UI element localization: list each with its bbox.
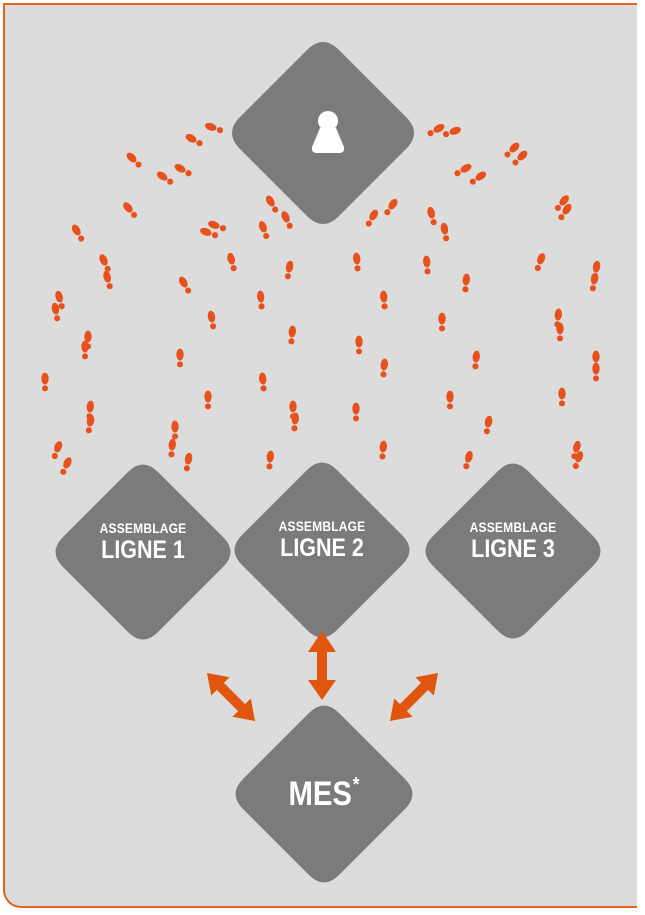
line-1-title: LIGNE 1 <box>101 536 185 564</box>
footprint-icon <box>264 194 280 214</box>
footprint-icon <box>204 390 212 410</box>
line-3-subtitle: ASSEMBLAGE <box>469 519 557 535</box>
footprint-icon <box>426 122 446 138</box>
footprint-icon <box>102 270 114 291</box>
double-arrow-vertical <box>308 631 336 700</box>
footprint-icon <box>441 125 463 139</box>
footprint-icon <box>364 208 380 228</box>
footprint-icon <box>468 169 488 187</box>
person-icon <box>311 111 345 153</box>
line-1-label: ASSEMBLAGE LIGNE 1 <box>83 520 203 564</box>
footprint-icon <box>58 455 74 477</box>
footprint-icon <box>352 252 362 272</box>
line-1-diamond <box>55 464 231 640</box>
footprint-icon <box>438 312 446 332</box>
footprint-icon <box>167 438 177 458</box>
footprint-icon <box>287 325 297 345</box>
footprint-icon <box>588 272 600 292</box>
footprint-icon <box>184 132 204 148</box>
line-1-subtitle: ASSEMBLAGE <box>99 520 187 536</box>
footprint-icon <box>461 273 471 293</box>
footprint-icon <box>453 162 473 178</box>
footprint-icon <box>439 222 451 242</box>
footprint-icon <box>177 275 193 295</box>
footprint-icon <box>155 169 175 187</box>
footprint-icon <box>556 322 564 342</box>
footprint-icon <box>378 440 388 460</box>
footprint-icon <box>426 206 438 227</box>
line-2-subtitle: ASSEMBLAGE <box>278 518 366 534</box>
footprint-icon <box>41 372 49 392</box>
line-3-label: ASSEMBLAGE LIGNE 3 <box>453 519 573 563</box>
footprint-icon <box>124 150 144 170</box>
line-2-label: ASSEMBLAGE LIGNE 2 <box>262 518 382 562</box>
mes-label: MES* <box>264 774 384 814</box>
footprint-icon <box>379 290 389 310</box>
footprint-icon <box>173 162 193 178</box>
footprint-icon <box>352 402 360 422</box>
footprint-icon <box>446 390 454 410</box>
mes-diamond <box>235 705 413 883</box>
footprint-icon <box>176 348 184 368</box>
footprint-icon <box>471 350 481 370</box>
mes-footnote-marker: * <box>352 774 360 796</box>
footprint-icon <box>592 362 600 382</box>
footprint-icon <box>81 340 89 360</box>
footprint-icon <box>533 251 547 273</box>
mes-title: MES <box>288 775 352 813</box>
footprint-icon <box>203 121 225 135</box>
footprint-icon <box>382 197 400 217</box>
footprint-icon <box>462 450 474 471</box>
footprint-icon <box>379 358 389 378</box>
footprint-icon <box>50 439 64 461</box>
footprint-icon <box>482 415 494 435</box>
footprint-icon <box>283 260 295 280</box>
footprint-icon <box>182 452 194 472</box>
footprint-icon <box>97 252 113 274</box>
footprint-icon <box>571 449 585 471</box>
double-arrow-diagonal-left <box>206 672 256 722</box>
line-2-title: LIGNE 2 <box>280 534 364 562</box>
line-3-title: LIGNE 3 <box>471 535 555 563</box>
line-3-diamond <box>425 463 601 639</box>
line-2-diamond <box>234 462 410 638</box>
footprint-icon <box>256 290 266 310</box>
footprint-icon <box>206 310 218 330</box>
footprint-icon <box>226 252 238 273</box>
footprint-icon <box>422 255 432 275</box>
footprint-icon <box>258 372 268 392</box>
footprint-icon <box>558 387 566 407</box>
footprint-icon <box>257 219 271 241</box>
footprint-icon <box>279 209 295 231</box>
footprint-icon <box>265 450 275 470</box>
footprint-icon <box>70 223 86 243</box>
footprint-icon <box>355 335 363 355</box>
double-arrow-diagonal-right <box>389 672 439 722</box>
footprint-icon <box>171 420 179 440</box>
footprint-icon <box>84 414 96 434</box>
footprint-icon <box>121 200 139 220</box>
